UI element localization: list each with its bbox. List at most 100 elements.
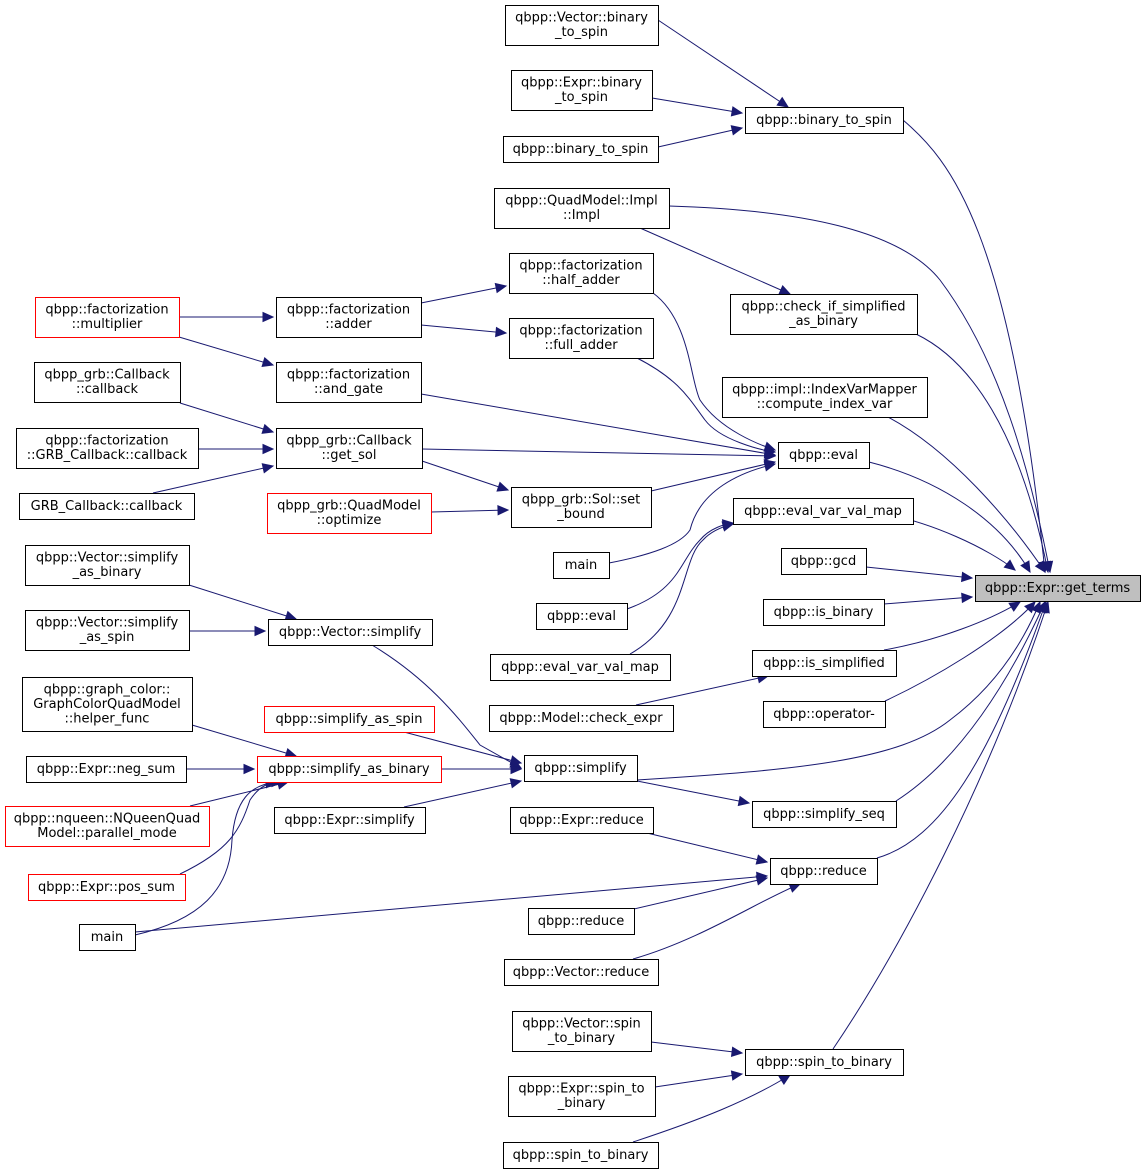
node-label: qbpp::Expr::binary — [521, 76, 642, 91]
edge-path — [191, 724, 297, 757]
edge-path — [636, 780, 750, 804]
graph-node-expr-reduce[interactable]: qbpp::Expr::reduce — [510, 807, 654, 834]
node-label: qbpp::operator- — [773, 707, 875, 722]
node-label: qbpp::impl::IndexVarMapper — [732, 383, 917, 398]
arrowhead — [1003, 559, 1016, 571]
node-box — [524, 755, 638, 782]
call-edge-to-reduce — [646, 832, 769, 865]
node-label: ::half_adder — [542, 273, 620, 288]
graph-node-vec-reduce[interactable]: qbpp::Vector::reduce — [504, 959, 659, 986]
edge-path — [668, 205, 1051, 573]
node-box — [509, 253, 654, 294]
call-edge-to-s2b — [632, 1074, 792, 1143]
node-box — [778, 442, 870, 469]
graph-node-pos-sum[interactable]: qbpp::Expr::pos_sum — [28, 874, 186, 901]
graph-node-qm-impl[interactable]: qbpp::QuadModel::Impl::Impl — [494, 188, 670, 229]
graph-node-simplify[interactable]: qbpp::simplify — [524, 755, 638, 782]
graph-node-focus[interactable]: qbpp::Expr::get_terms — [975, 575, 1141, 602]
graph-node-compute-idx[interactable]: qbpp::impl::IndexVarMapper::compute_inde… — [722, 377, 928, 418]
graph-node-reduce2[interactable]: qbpp::reduce — [528, 908, 635, 935]
graph-node-op-minus[interactable]: qbpp::operator- — [763, 701, 886, 728]
arrowhead — [1020, 560, 1031, 574]
node-box — [264, 706, 435, 733]
graph-node-simplify-seq[interactable]: qbpp::simplify_seq — [752, 801, 897, 828]
graph-node-full-adder[interactable]: qbpp::factorization::full_adder — [509, 318, 654, 359]
graph-node-s2b[interactable]: qbpp::spin_to_binary — [745, 1049, 904, 1076]
graph-node-simpl-as-spin[interactable]: qbpp::simplify_as_spin — [264, 706, 435, 733]
graph-node-grb-qm-opt[interactable]: qbpp_grb::QuadModel::optimize — [267, 493, 432, 534]
graph-node-vec-simplify[interactable]: qbpp::Vector::simplify — [268, 619, 433, 646]
node-label: main — [565, 558, 597, 573]
node-label: qbpp::Vector::simplify — [36, 616, 179, 631]
arrowhead — [262, 311, 275, 323]
graph-node-eval-var-map2[interactable]: qbpp::eval_var_val_map — [490, 654, 671, 681]
graph-node-graph-helper[interactable]: qbpp::graph_color::GraphColorQuadModel::… — [22, 677, 193, 732]
graph-node-reduce[interactable]: qbpp::reduce — [770, 858, 878, 885]
graph-node-eval2[interactable]: qbpp::eval — [536, 603, 628, 630]
node-label: qbpp::eval — [789, 448, 858, 463]
graph-node-eval-var-map[interactable]: qbpp::eval_var_val_map — [733, 498, 914, 525]
call-edge-to-focus — [895, 600, 1046, 802]
graph-node-vec-s2b[interactable]: qbpp::Vector::spin_to_binary — [512, 1011, 652, 1052]
node-label: qbpp::Vector::binary — [515, 11, 648, 26]
graph-node-vec-simpl-bin[interactable]: qbpp::Vector::simplify_as_binary — [25, 545, 190, 586]
node-label: ::callback — [76, 382, 138, 397]
arrowhead — [721, 521, 735, 532]
edge-path — [420, 324, 507, 334]
graph-node-main2[interactable]: main — [79, 924, 136, 951]
graph-node-vec-simpl-spin[interactable]: qbpp::Vector::simplify_as_spin — [25, 610, 190, 651]
call-edge-to-eval — [608, 461, 777, 564]
graph-node-chk-simpl[interactable]: qbpp::check_if_simplified_as_binary — [730, 294, 918, 335]
node-box — [763, 599, 885, 626]
node-label: qbpp::is_binary — [774, 605, 874, 620]
node-box — [490, 654, 671, 681]
graph-node-check-expr[interactable]: qbpp::Model::check_expr — [489, 705, 674, 732]
edge-path — [876, 601, 1047, 859]
graph-node-b2s[interactable]: qbpp::binary_to_spin — [745, 107, 904, 134]
graph-node-expr-b2s[interactable]: qbpp::Expr::binary_to_spin — [511, 70, 653, 111]
graph-node-gcd[interactable]: qbpp::gcd — [781, 548, 867, 575]
graph-node-half-adder[interactable]: qbpp::factorization::half_adder — [509, 253, 654, 294]
graph-node-multiplier[interactable]: qbpp::factorization::multiplier — [35, 297, 180, 338]
node-label: qbpp::Expr::simplify — [284, 813, 415, 828]
node-label: qbpp::QuadModel::Impl — [505, 194, 658, 209]
arrowhead — [737, 795, 751, 807]
graph-node-main1[interactable]: main — [553, 552, 610, 579]
arrowhead — [510, 763, 523, 775]
graph-node-expr-s2b[interactable]: qbpp::Expr::spin_to_binary — [508, 1076, 656, 1117]
node-box — [16, 428, 199, 469]
graph-node-is-simplified[interactable]: qbpp::is_simplified — [752, 650, 897, 677]
node-box — [19, 493, 195, 520]
graph-node-simpl-as-bin[interactable]: qbpp::simplify_as_binary — [257, 756, 442, 783]
arrowhead — [730, 125, 744, 136]
graph-node-eval[interactable]: qbpp::eval — [778, 442, 870, 469]
graph-node-sol-set-bound[interactable]: qbpp_grb::Sol::set_bound — [511, 487, 652, 528]
graph-node-neg-sum[interactable]: qbpp::Expr::neg_sum — [26, 756, 187, 783]
graph-node-nqueen[interactable]: qbpp::nqueen::NQueenQuadModel::parallel_… — [5, 806, 210, 847]
node-label: qbpp::is_simplified — [763, 656, 885, 671]
node-label: qbpp::factorization — [287, 368, 410, 383]
graph-node-grb-cb-cb[interactable]: qbpp_grb::Callback::callback — [34, 362, 181, 403]
edge-path — [421, 448, 776, 457]
node-box — [276, 428, 423, 469]
graph-node-is-binary[interactable]: qbpp::is_binary — [763, 599, 885, 626]
arrowhead — [1034, 560, 1046, 574]
graph-node-b2s-ov[interactable]: qbpp::binary_to_spin — [503, 136, 659, 163]
graph-node-expr-simplify[interactable]: qbpp::Expr::simplify — [274, 807, 426, 834]
node-label: qbpp::graph_color:: — [44, 682, 171, 697]
node-box — [781, 548, 867, 575]
graph-node-fact-grb-cb[interactable]: qbpp::factorization::GRB_Callback::callb… — [16, 428, 199, 469]
graph-node-vec-b2s[interactable]: qbpp::Vector::binary_to_spin — [505, 5, 659, 46]
edge-path — [420, 393, 776, 456]
edge-path — [657, 127, 743, 148]
graph-node-adder[interactable]: qbpp::factorization::adder — [276, 297, 422, 338]
graph-node-get-sol[interactable]: qbpp_grb::Callback::get_sol — [276, 428, 423, 469]
arrowhead — [1024, 601, 1036, 614]
call-edge-to-full_adder — [420, 324, 508, 338]
graph-node-s2b-ov[interactable]: qbpp::spin_to_binary — [503, 1142, 659, 1169]
graph-node-and-gate[interactable]: qbpp::factorization::and_gate — [276, 362, 422, 403]
edge-path — [657, 19, 789, 108]
node-label: _to_spin — [554, 90, 608, 105]
graph-node-grb-cb-plain[interactable]: GRB_Callback::callback — [19, 493, 195, 520]
edge-path — [608, 463, 776, 564]
